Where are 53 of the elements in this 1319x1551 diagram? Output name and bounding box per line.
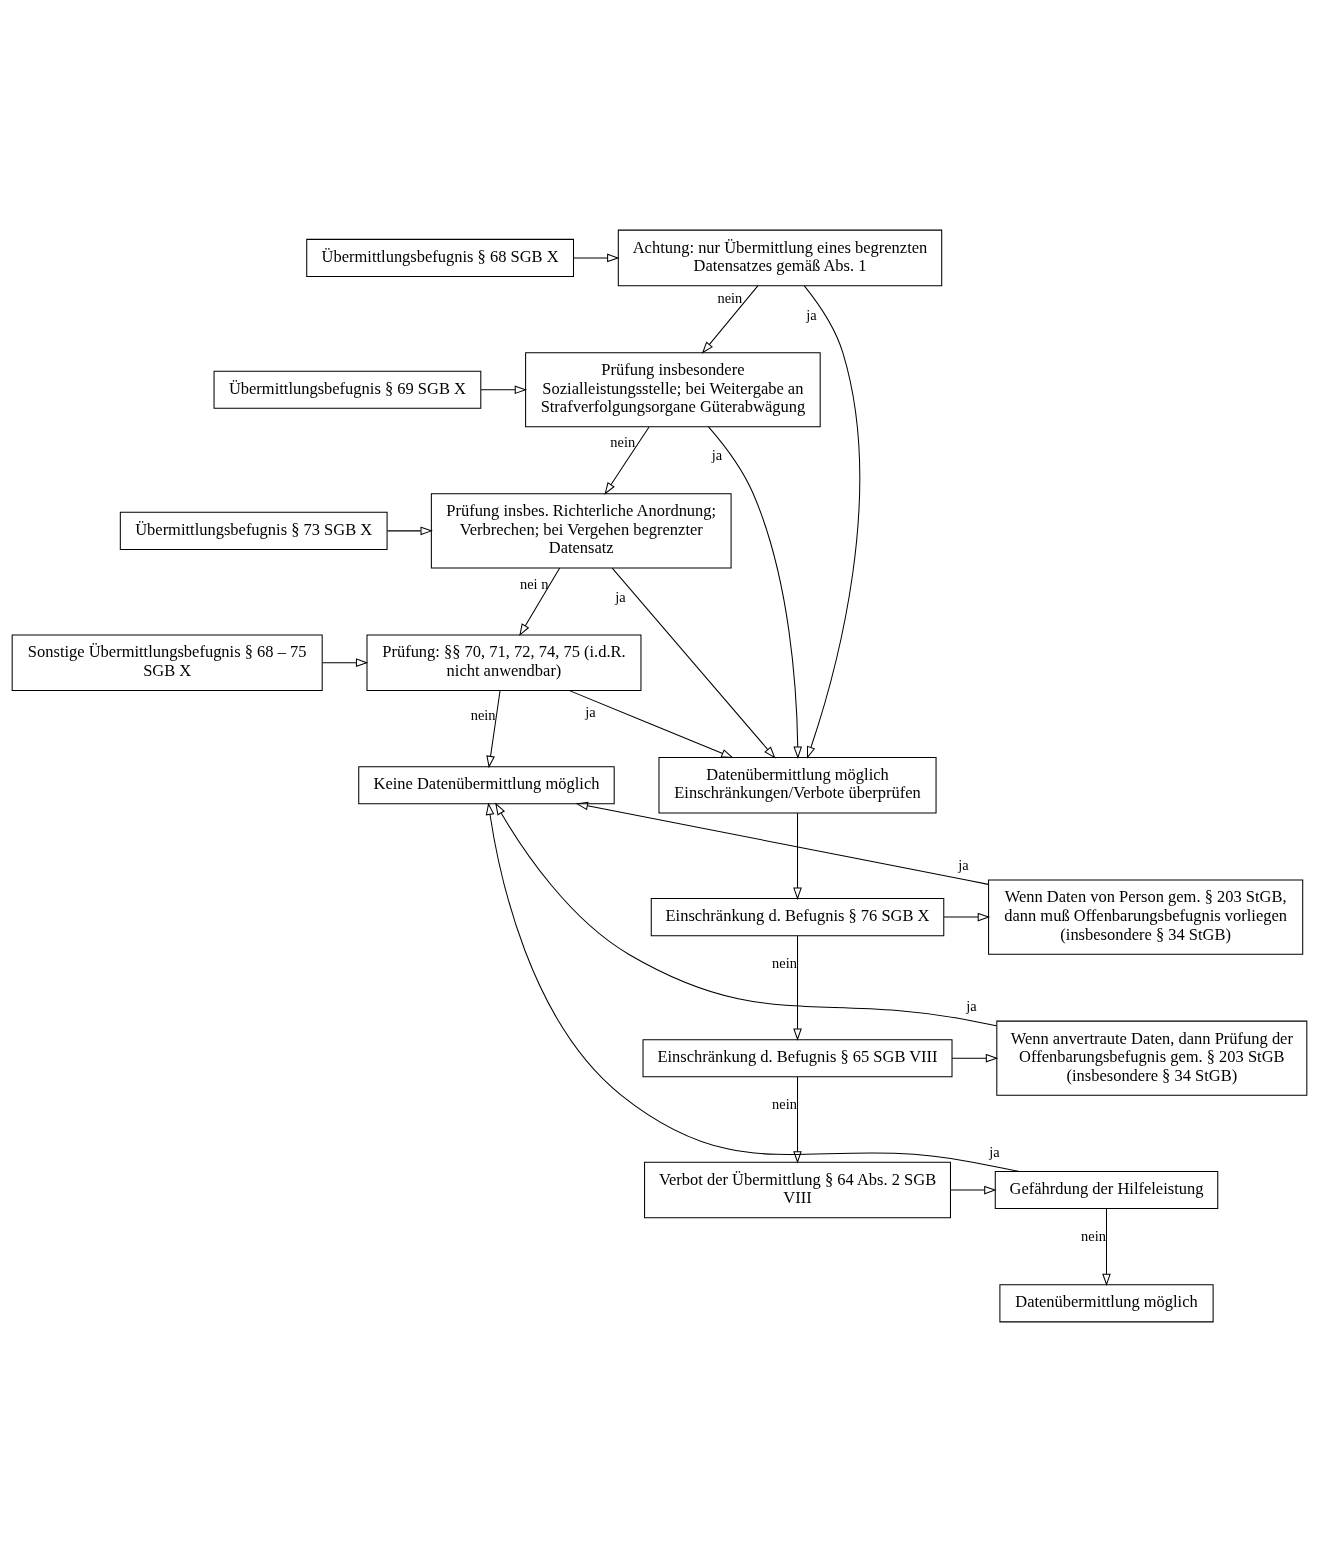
edge-label: nei n xyxy=(519,575,549,592)
node-box: Sonstige Übermittlungsbefugnis § 68 – 75 SGB X xyxy=(11,633,323,691)
node-box: Datenübermittlung möglich Einschränkungen/Verbote überprüfen xyxy=(658,756,937,814)
node-box: Datenübermittlung möglich xyxy=(999,1283,1214,1322)
edge-label: nein xyxy=(1081,1227,1106,1244)
arrow xyxy=(386,526,433,535)
edge-label: nein xyxy=(717,289,743,306)
edge-label: ja xyxy=(806,306,817,323)
arrow xyxy=(604,425,650,495)
edge-label: ja xyxy=(989,1143,1000,1160)
node-box: Gefährdung der Hilfeleistung xyxy=(994,1170,1219,1209)
edge-label: ja xyxy=(615,588,626,605)
arrow xyxy=(568,689,734,758)
arrow xyxy=(950,1185,997,1194)
arrow xyxy=(943,912,991,921)
node-box: Übermittlungsbefugnis § 73 SGB X xyxy=(119,511,388,550)
edge-label: nein xyxy=(772,1095,797,1112)
edge-label: ja xyxy=(966,997,977,1014)
arrow xyxy=(793,934,802,1041)
arrow xyxy=(485,802,1020,1172)
edge-label: nein xyxy=(470,706,496,723)
node-box: Prüfung: §§ 70, 71, 72, 74, 75 (i.d.R. nicht anwendbar) xyxy=(366,633,642,691)
edge-label: nein xyxy=(610,433,636,450)
arrow xyxy=(793,812,802,900)
node-box: Übermittlungsbefugnis § 68 SGB X xyxy=(306,238,574,277)
node-box: Übermittlungsbefugnis § 69 SGB X xyxy=(213,370,482,409)
arrow xyxy=(611,567,776,759)
node-box: Einschränkung d. Befugnis § 76 SGB X xyxy=(650,897,945,936)
arrow xyxy=(495,802,997,1026)
node-box: Verbot der Übermittlung § 64 Abs. 2 SGB VIII xyxy=(644,1161,951,1218)
arrow xyxy=(321,657,369,667)
arrow xyxy=(951,1053,999,1063)
edge-label: ja xyxy=(711,446,723,463)
node-box: Wenn anvertraute Daten, dann Prüfung der Offenbarungsbefugnis gem. § 203 StGB (insbesondere § 34 StGB) xyxy=(996,1020,1308,1096)
arrow xyxy=(1102,1207,1111,1286)
node-box: Einschränkung d. Befugnis § 65 SGB VIII xyxy=(642,1038,953,1077)
node-box: Achtung: nur Übermittlung eines begrenzten Datensatzes gemäß Abs. 1 xyxy=(617,229,943,286)
edge-label: ja xyxy=(958,856,969,873)
arrow xyxy=(803,284,861,759)
node-box: Wenn Daten von Person gem. § 203 StGB, dann muß Offenbarungsbefugnis vorliegen (insbesondere § 34 StGB) xyxy=(988,879,1304,955)
edge-label: ja xyxy=(585,703,596,720)
arrow xyxy=(486,689,501,768)
arrow xyxy=(708,425,803,759)
node-box: Prüfung insbesondere Sozialleistungsstelle; bei Weitergabe an Strafverfolgungsorgane Güterabwägung xyxy=(525,351,821,427)
arrow xyxy=(575,801,989,885)
arrow xyxy=(480,384,528,394)
edge-label: nein xyxy=(772,954,797,971)
arrow xyxy=(519,567,561,636)
arrow xyxy=(573,253,620,262)
node-box: Keine Datenübermittlung möglich xyxy=(358,765,615,804)
node-box: Prüfung insbes. Richterliche Anordnung; Verbrechen; bei Vergehen begrenzter Datensatz xyxy=(430,492,732,568)
arrow xyxy=(701,284,759,354)
arrow xyxy=(793,1076,802,1164)
